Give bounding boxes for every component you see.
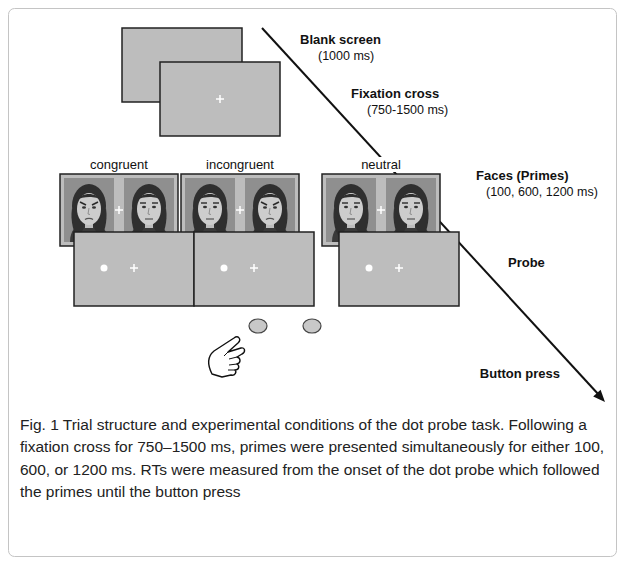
- screen: [339, 232, 459, 306]
- fixation-cross: [216, 95, 224, 103]
- duration-label: (1000 ms): [318, 49, 374, 64]
- probe-screen: [194, 232, 314, 306]
- fixation-cross: [250, 264, 258, 272]
- screen: [160, 62, 280, 136]
- condition-screen: neutral: [322, 174, 440, 246]
- fixation-cross: [130, 264, 138, 272]
- figure-border: [9, 9, 617, 557]
- phase-label: Faces (Primes): [476, 168, 569, 183]
- phase-label: Fixation cross: [351, 86, 439, 101]
- finger-lines: [224, 352, 237, 370]
- response-button: [249, 319, 267, 333]
- condition-heading: incongruent: [204, 157, 276, 172]
- hand-outline: [209, 337, 245, 377]
- arrow-head: [593, 390, 605, 402]
- condition-screen: congruent: [60, 174, 178, 246]
- fixation-cross: [115, 206, 123, 214]
- condition-heading: neutral: [359, 157, 403, 172]
- fixation-cross: [236, 206, 244, 214]
- figure-caption: Fig. 1 Trial structure and experimental …: [20, 414, 608, 504]
- duration-label: (750-1500 ms): [367, 103, 448, 118]
- screen: [74, 232, 194, 306]
- probe-screen: [74, 232, 194, 306]
- fixation-cross: [377, 206, 385, 214]
- probe-dot: [101, 265, 108, 272]
- probe-screen: [339, 232, 459, 306]
- fixation-screen: [160, 62, 280, 136]
- time-arrow: [262, 28, 605, 402]
- phase-label: Button press: [480, 366, 560, 381]
- condition-screen: incongruent: [181, 174, 299, 246]
- hand-icon: [209, 337, 245, 377]
- probe-dot: [221, 265, 228, 272]
- condition-heading: congruent: [88, 157, 150, 172]
- phase-label: Blank screen: [300, 32, 381, 47]
- duration-label: (100, 600, 1200 ms): [486, 185, 598, 200]
- time-line: [262, 28, 599, 395]
- screen: [194, 232, 314, 306]
- probe-dot: [366, 265, 373, 272]
- response-button: [303, 319, 321, 333]
- fixation-cross: [395, 264, 403, 272]
- phase-label: Probe: [508, 255, 545, 270]
